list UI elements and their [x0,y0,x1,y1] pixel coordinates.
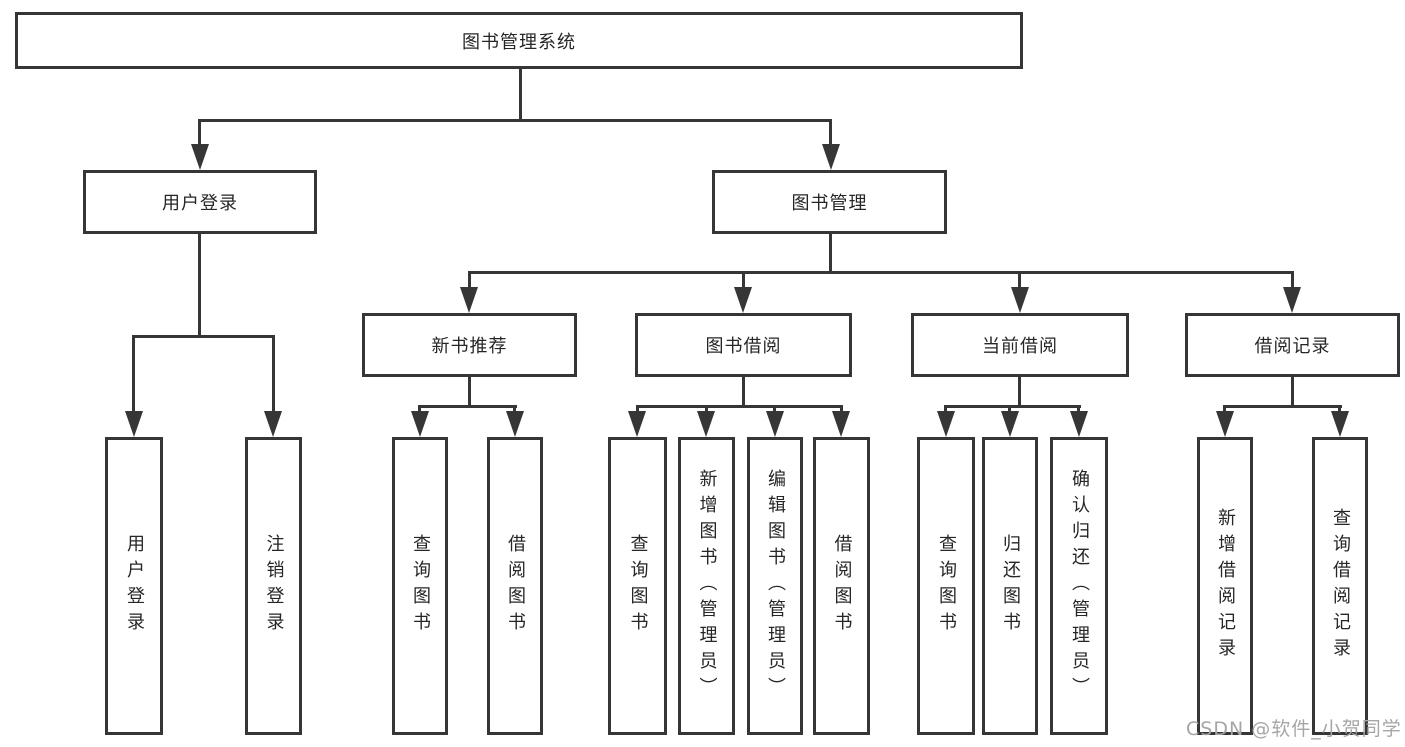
node-root-label: 图书管理系统 [462,31,576,53]
arrowhead-leaf-b-add [697,411,715,437]
arrowhead-leaf-c-return [1001,411,1019,437]
connector-leaf-logout-stub [272,335,275,413]
connector-book-mgmt-down [829,234,832,274]
connector-leaf-b-borrow-stub [840,405,843,413]
arrowhead-user-login [191,144,209,170]
node-records: 借阅记录 [1185,313,1400,377]
connector-borrow-bar [636,405,843,408]
connector-book-mgmt-bar [468,271,1294,274]
leaf-b-edit: 编辑图书（管理员） [747,437,803,735]
arrowhead-leaf-nb-borrow [506,411,524,437]
connector-leaf-nb-query-stub [418,405,421,413]
arrowhead-current [1011,287,1029,313]
leaf-b-borrow: 借阅图书 [813,437,870,735]
connector-leaf-user-login-stub [132,335,135,413]
arrowhead-records [1283,287,1301,313]
node-book-mgmt: 图书管理 [712,170,947,234]
connector-borrow-stub [742,271,745,289]
arrowhead-leaf-b-borrow [832,411,850,437]
leaf-nb-query: 查询图书 [392,437,448,735]
arrowhead-leaf-b-edit [766,411,784,437]
connector-leaf-b-add-stub [705,405,708,413]
leaf-c-return-label: 归还图书 [1000,534,1021,638]
connector-user-login-bar [132,335,275,338]
leaf-b-add-label: 新增图书（管理员） [696,469,718,703]
connector-borrow-down [742,377,745,408]
connector-root-bar [199,119,832,122]
arrowhead-leaf-logout [264,411,282,437]
node-user-login-label: 用户登录 [162,193,238,214]
connector-current-down [1018,377,1021,408]
arrowhead-borrow [734,287,752,313]
connector-leaf-r-query-stub [1338,405,1341,413]
connector-leaf-b-query-stub [636,405,639,413]
connector-root-stub [519,69,522,121]
arrowhead-leaf-r-add [1216,411,1234,437]
arrowhead-leaf-nb-query [411,411,429,437]
arrowhead-book-mgmt [822,144,840,170]
node-borrow: 图书借阅 [635,313,852,377]
leaf-c-confirm: 确认归还（管理员） [1050,437,1108,735]
connector-leaf-r-add-stub [1223,405,1226,413]
node-borrow-label: 图书借阅 [705,336,782,357]
arrowhead-leaf-r-query [1331,411,1349,437]
arrowhead-leaf-b-query [628,411,646,437]
connector-leaf-c-return-stub [1008,405,1011,413]
arrowhead-leaf-c-query [937,411,955,437]
leaf-r-query: 查询借阅记录 [1312,437,1368,735]
leaf-b-edit-label: 编辑图书（管理员） [765,469,786,703]
connector-leaf-c-confirm-stub [1077,405,1080,413]
connector-leaf-nb-borrow-stub [513,405,516,413]
leaf-r-add: 新增借阅记录 [1197,437,1253,735]
arrowhead-leaf-user-login [125,411,143,437]
connector-records-bar [1223,405,1342,408]
connector-user-login-down [198,234,201,338]
leaf-r-query-label: 查询借阅记录 [1330,508,1351,664]
leaf-nb-query-label: 查询图书 [410,534,431,638]
node-new-book-label: 新书推荐 [431,336,508,357]
leaf-b-add: 新增图书（管理员） [678,437,735,735]
node-new-book: 新书推荐 [362,313,577,377]
connector-records-stub [1291,271,1294,289]
leaf-c-confirm-label: 确认归还（管理员） [1069,469,1090,703]
leaf-c-query-label: 查询图书 [936,534,957,638]
connector-new-book-bar [418,405,517,408]
leaf-c-return: 归还图书 [982,437,1038,735]
connector-current-stub [1018,271,1021,289]
connector-new-book-down [468,377,471,408]
node-records-label: 借阅记录 [1254,336,1331,357]
node-root: 图书管理系统 [15,12,1023,69]
connector-new-book-stub [468,271,471,289]
leaf-b-query: 查询图书 [608,437,667,735]
connector-leaf-b-edit-stub [773,405,776,413]
node-current: 当前借阅 [911,313,1129,377]
leaf-nb-borrow-label: 借阅图书 [505,534,526,638]
leaf-b-query-label: 查询图书 [627,534,649,638]
connector-leaf-c-query-stub [944,405,947,413]
leaf-r-add-label: 新增借阅记录 [1215,508,1236,664]
leaf-user-login: 用户登录 [105,437,163,735]
node-user-login: 用户登录 [83,170,317,234]
node-current-label: 当前借阅 [982,336,1058,357]
connector-current-bar [944,405,1081,408]
leaf-user-login-label: 用户登录 [124,534,145,638]
leaf-c-query: 查询图书 [917,437,975,735]
node-book-mgmt-label: 图书管理 [791,193,868,214]
connector-user-login-stub [198,119,201,148]
connector-records-down [1291,377,1294,408]
arrowhead-leaf-c-confirm [1070,411,1088,437]
leaf-nb-borrow: 借阅图书 [487,437,543,735]
leaf-b-borrow-label: 借阅图书 [831,534,853,638]
leaf-logout: 注销登录 [245,437,302,735]
connector-book-mgmt-stub [829,119,832,148]
arrowhead-new-book [460,287,478,313]
csdn-watermark: CSDN @软件_小贺同学 [1186,718,1402,740]
leaf-logout-label: 注销登录 [263,534,285,638]
